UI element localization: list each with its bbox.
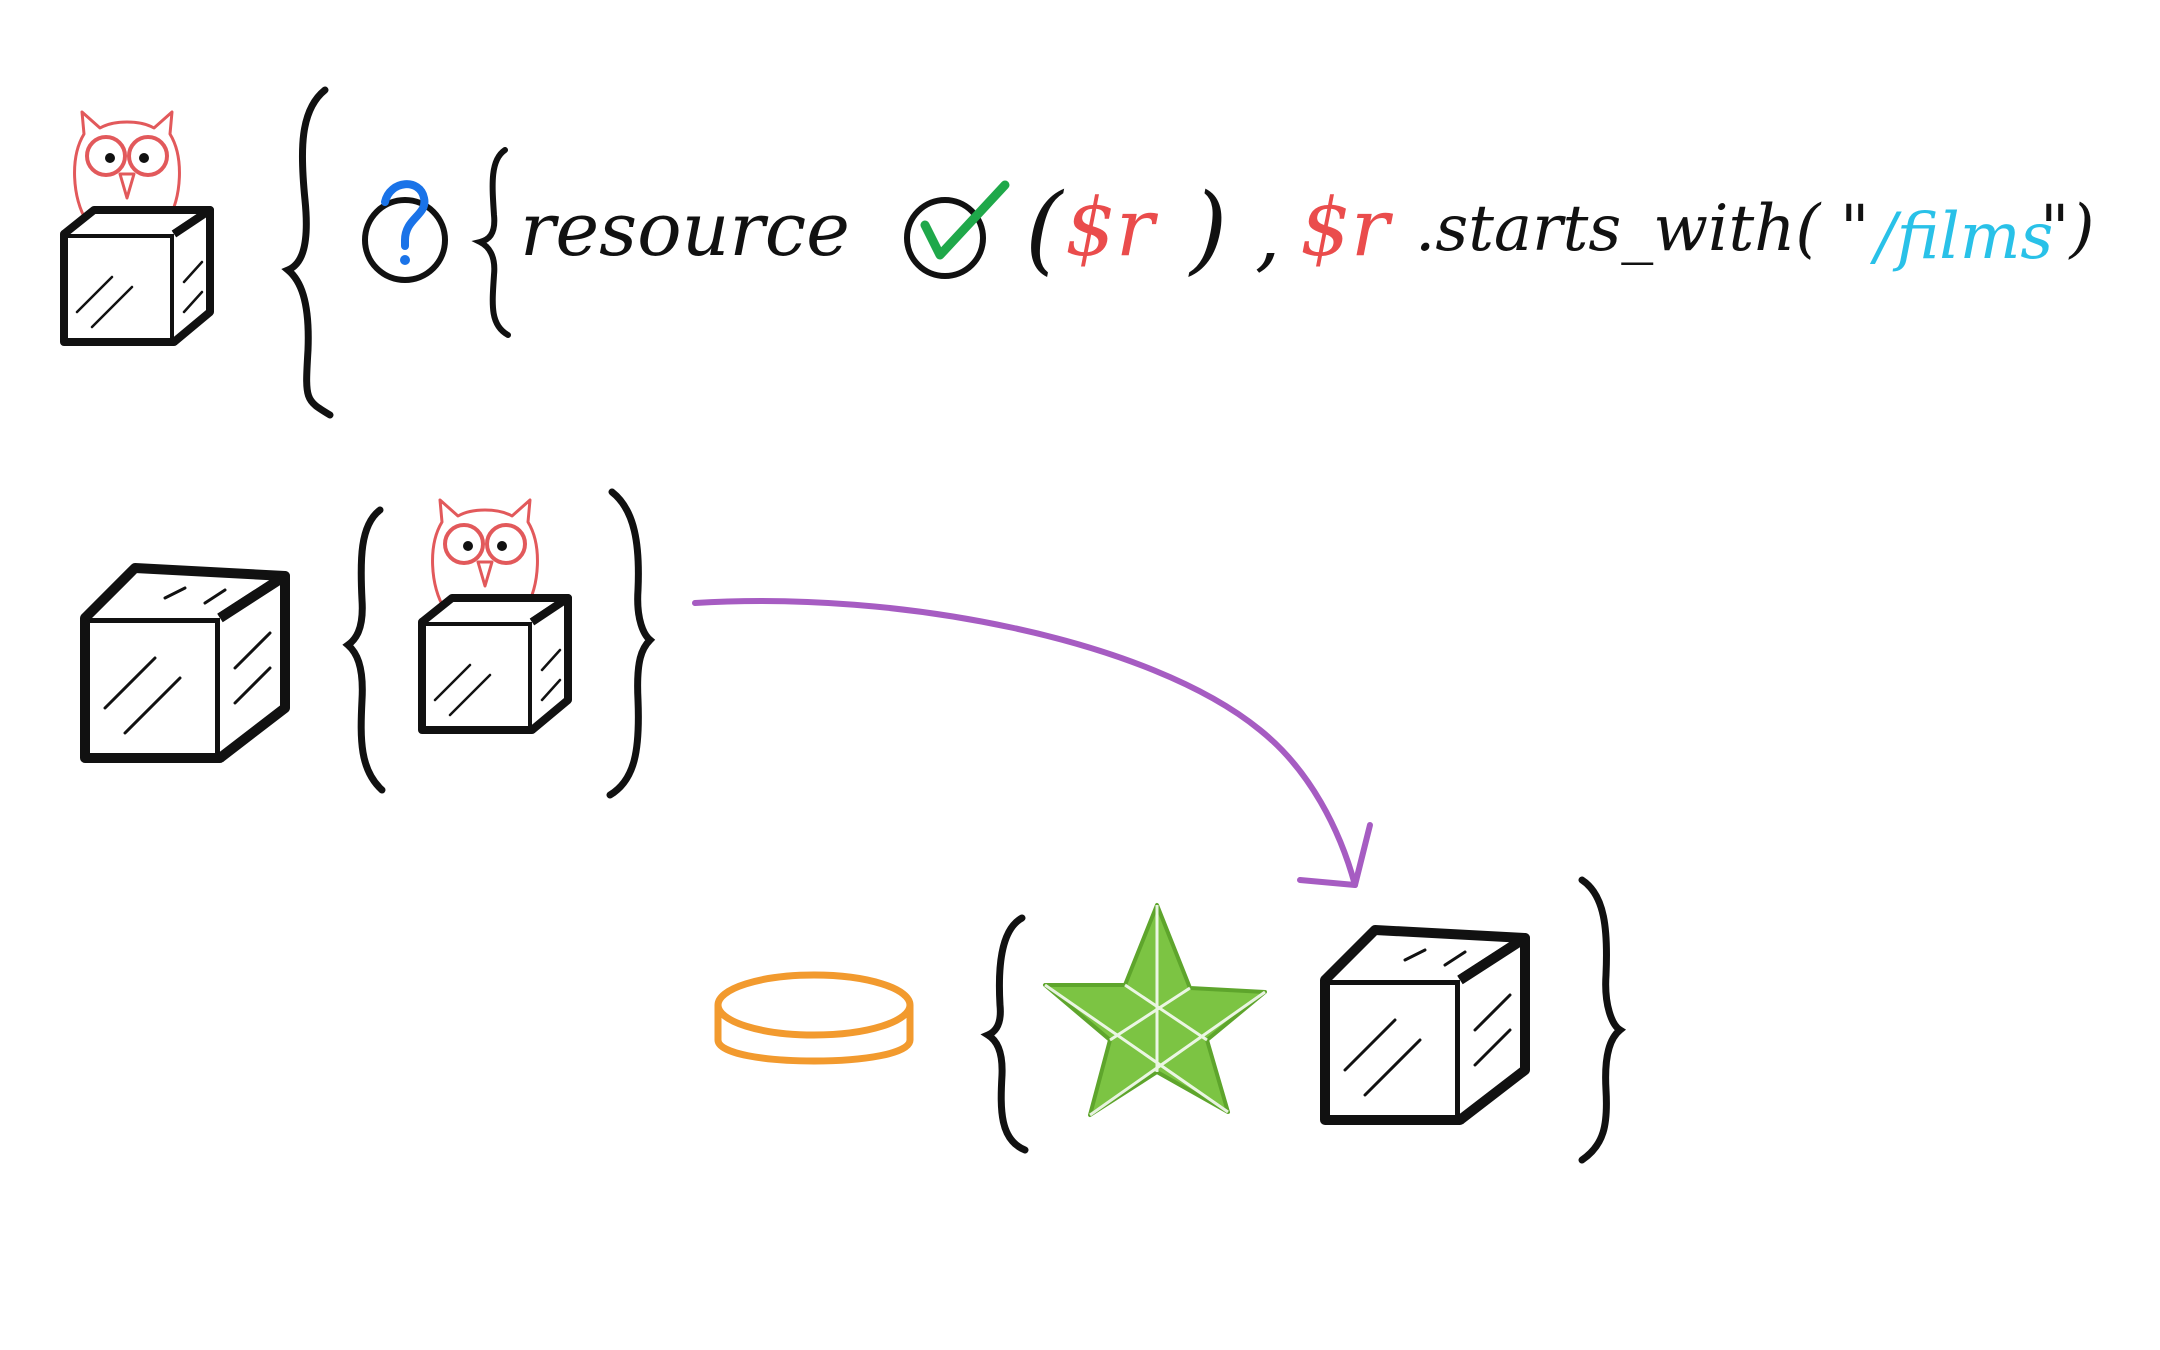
rule-method: .starts_with( bbox=[1415, 192, 1822, 266]
rule-variable-2: $r bbox=[1300, 181, 1394, 274]
rule-quote-close: ") bbox=[2040, 192, 2094, 266]
brace-open-row2 bbox=[348, 510, 382, 790]
brace-close-row2 bbox=[610, 492, 650, 795]
rule-close-paren: ) bbox=[1188, 173, 1227, 285]
rule-open-paren: ( bbox=[1025, 173, 1065, 285]
box-icon bbox=[1325, 930, 1525, 1120]
coin-icon bbox=[718, 975, 910, 1061]
owl-in-box-icon bbox=[422, 500, 568, 730]
brace-open-large bbox=[288, 90, 330, 415]
rule-path: /films bbox=[1869, 200, 2053, 274]
rule-comma: , bbox=[1255, 188, 1280, 281]
owl-in-box-icon bbox=[64, 112, 210, 342]
star-icon bbox=[1045, 905, 1265, 1115]
brace-open-row3 bbox=[988, 918, 1025, 1150]
rule-quote-open: " bbox=[1840, 192, 1869, 266]
brace-close-row3 bbox=[1582, 880, 1620, 1160]
box-icon bbox=[85, 568, 285, 758]
rule-keyword: resource bbox=[520, 187, 850, 273]
brace-open-inner bbox=[480, 150, 508, 335]
rule-variable-1: $r bbox=[1065, 181, 1159, 274]
question-icon bbox=[365, 184, 445, 280]
check-icon bbox=[907, 185, 1005, 276]
arrow-icon bbox=[695, 601, 1370, 885]
